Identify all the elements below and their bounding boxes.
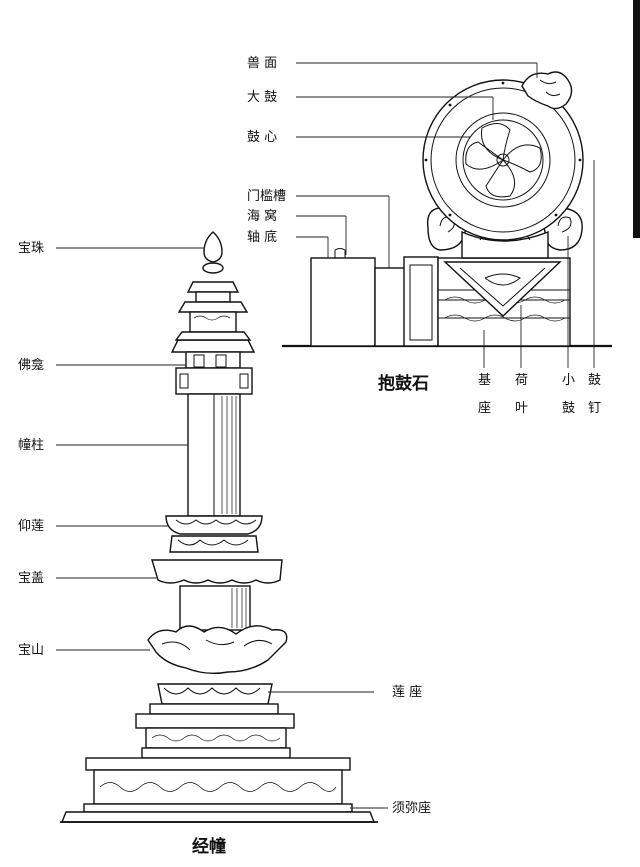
label-drum-nail-bottom: 钉 — [588, 401, 601, 416]
label-threshold-slot: 门槛槽 — [247, 189, 286, 204]
label-axle-base: 轴 底 — [247, 229, 277, 245]
jewel-canopy — [151, 559, 283, 584]
label-base-bottom: 座 — [478, 401, 491, 416]
label-drum-heart: 鼓 心 — [247, 130, 277, 145]
label-buddha-niche: 佛龛 — [18, 358, 44, 373]
label-base-top: 基 — [478, 373, 491, 388]
lotus-leaf — [443, 261, 562, 317]
label-upturned-lotus: 仰莲 — [18, 519, 44, 534]
drum-heart-swirl — [465, 123, 542, 198]
label-large-drum: 大 鼓 — [247, 90, 277, 105]
label-sea-nest: 海 窝 — [247, 208, 277, 224]
label-lotus-seat: 莲 座 — [392, 685, 422, 700]
jewel-mountain — [147, 625, 288, 675]
label-drum-nail-top: 鼓 — [588, 373, 601, 388]
label-jewel: 宝珠 — [18, 241, 44, 256]
beast-face — [521, 71, 573, 110]
baogushi-leaders — [296, 62, 595, 368]
label-small-drum-top: 小 — [562, 373, 575, 388]
baogushi-drawing — [282, 71, 612, 348]
page-edge-bar — [633, 0, 640, 238]
label-lotus-top: 荷 — [515, 373, 528, 388]
threshold-slot-block — [374, 267, 406, 347]
label-pillar: 幢柱 — [18, 437, 44, 453]
caption-baogushi: 抱鼓石 — [378, 373, 429, 394]
label-jewel-mountain: 宝山 — [18, 643, 44, 658]
drum-nails — [424, 81, 582, 217]
drum-heart — [462, 119, 544, 201]
label-jewel-canopy: 宝盖 — [18, 571, 44, 586]
label-lotus-bottom: 叶 — [515, 401, 528, 416]
jingchuang-leaders — [56, 247, 388, 809]
caption-jingchuang: 经幢 — [192, 836, 226, 857]
threshold-block — [310, 257, 376, 347]
jewel-finial — [203, 231, 223, 263]
side-panel — [403, 256, 439, 347]
label-small-drum-bottom: 鼓 — [562, 401, 575, 416]
sumeru-pedestal — [85, 757, 351, 771]
label-beast-face: 兽 面 — [247, 56, 277, 71]
label-sumeru-pedestal: 须弥座 — [392, 800, 431, 816]
upturned-lotus — [165, 515, 263, 535]
